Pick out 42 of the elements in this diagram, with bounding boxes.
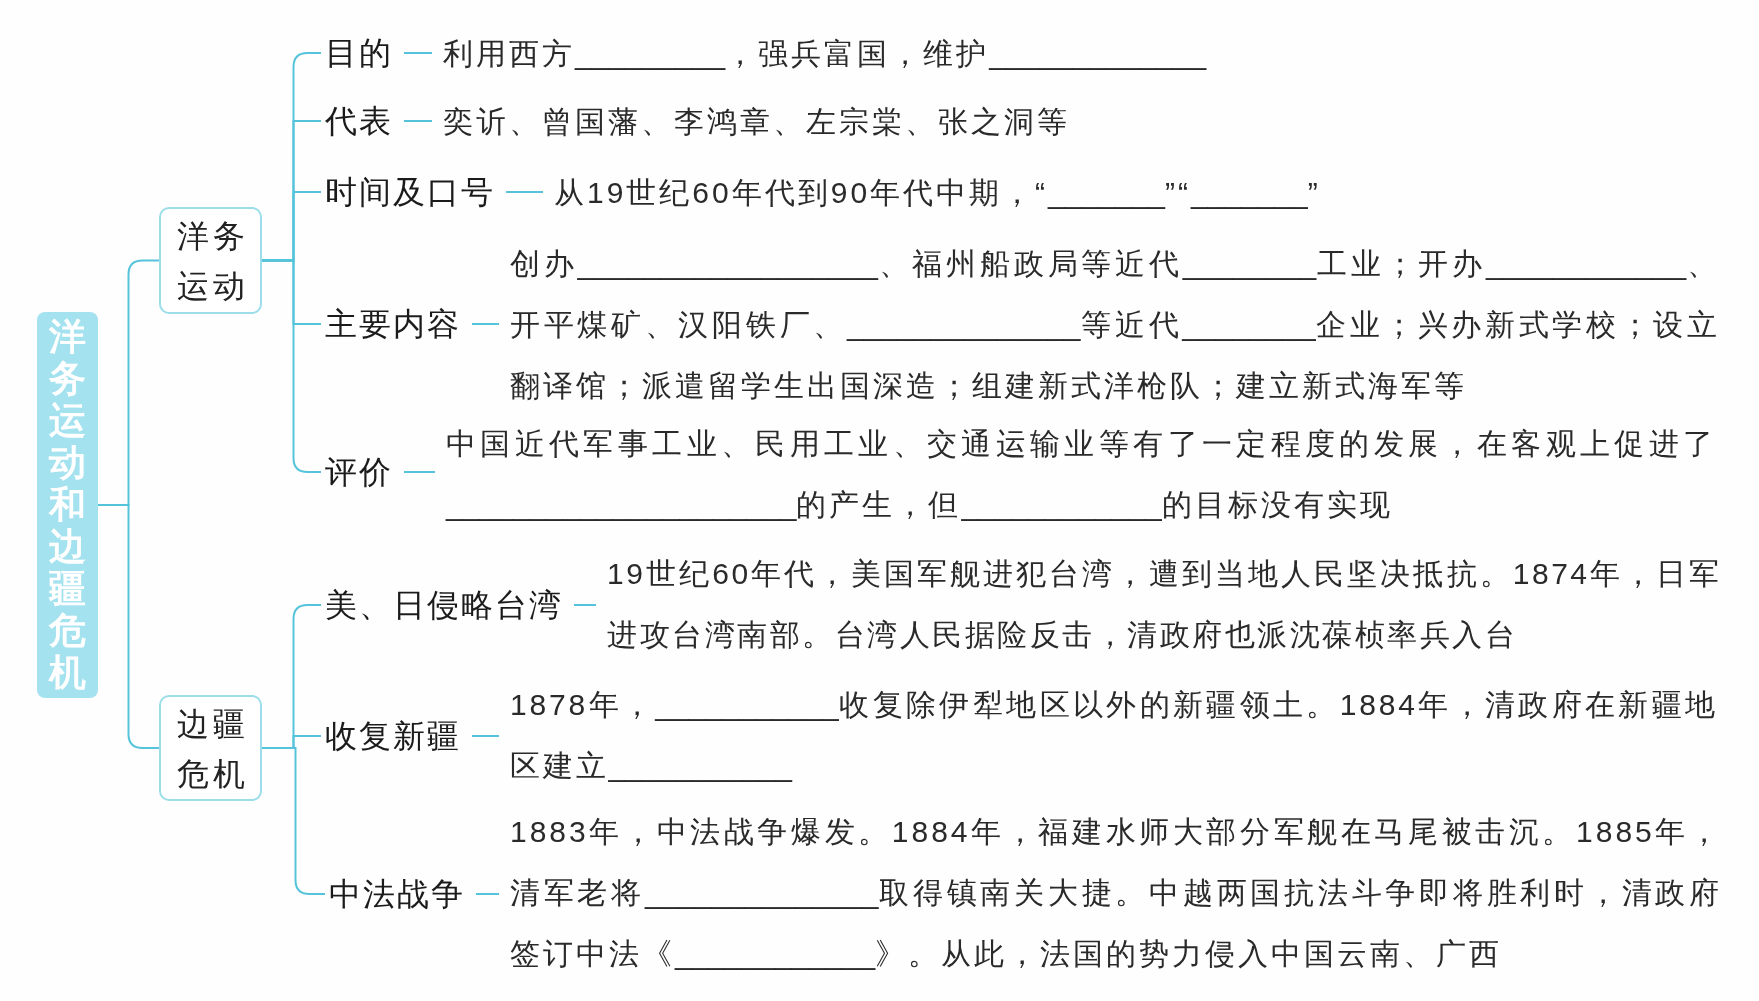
topic-label: 主要内容 — [325, 304, 461, 344]
topic-label: 中法战争 — [329, 874, 465, 914]
branch-box: 洋务运动 — [159, 207, 262, 314]
topic-label: 美、日侵略台湾 — [325, 585, 563, 625]
topic-label: 目的 — [325, 33, 393, 73]
fill-in-line: __________________ — [577, 246, 878, 280]
connector-line — [505, 191, 544, 193]
root-box: 洋务运动和边疆危机 — [37, 312, 98, 698]
connector-line — [97, 504, 160, 749]
fill-in-line: ____________ — [1486, 246, 1687, 280]
connector-line — [573, 604, 597, 606]
note-text: 奕䜣、曾国藩、李鸿章、左宗棠、张之洞等 — [443, 90, 1070, 152]
fill-in-line: ______________ — [644, 875, 879, 909]
fill-in-line: ________ — [1182, 246, 1317, 280]
fill-in-line: ______________ — [846, 307, 1081, 341]
connector-line — [403, 120, 433, 122]
topic-label: 收复新疆 — [325, 716, 461, 756]
note-text: 19世纪60年代，美国军舰进犯台湾，遭到当地人民坚决抵抗。1874年，日军进攻台湾南部。台湾人民据险反击，清政府也派沈葆桢率兵入台 — [607, 542, 1722, 665]
connector-line — [471, 323, 500, 325]
note-text: 1878年，___________收复除伊犁地区以外的新疆领土。1884年，清政府在新疆地区建立___________ — [510, 673, 1718, 796]
fill-in-line: _________ — [575, 36, 726, 70]
note-text: 利用西方_________，强兵富国，维护_____________ — [443, 22, 1207, 84]
fill-in-line: _______ — [1190, 175, 1308, 209]
fill-in-line: _____________ — [989, 36, 1207, 70]
fill-in-line: ___________ — [608, 748, 792, 782]
branch-box: 边疆危机 — [159, 695, 262, 801]
topic-label: 时间及口号 — [325, 172, 495, 212]
connector-line — [471, 735, 500, 737]
connector-line — [475, 893, 500, 895]
fill-in-line: ________ — [1182, 307, 1316, 341]
fill-in-line: ____________ — [675, 936, 876, 970]
topic-label: 评价 — [325, 452, 393, 492]
fill-in-line: ____________ — [961, 487, 1162, 521]
connector-line — [403, 471, 436, 473]
fill-in-line: _______ — [1048, 175, 1165, 209]
fill-in-line: ___________ — [655, 687, 839, 721]
connector-line — [403, 52, 433, 54]
note-text: 从19世纪60年代到90年代中期，“_______”“_______” — [554, 161, 1321, 223]
note-text: 1883年，中法战争爆发。1884年，福建水师大部分军舰在马尾被击沉。1885年，清军老将______________取得镇南关大捷。中越两国抗法斗争即将胜利时，清政府签订中法《____________》。从此，法国的势力侵入中国云南、广西 — [510, 800, 1722, 984]
fill-in-line: _____________________ — [446, 487, 797, 521]
topic-label: 代表 — [325, 101, 393, 141]
connector-line — [261, 747, 326, 895]
